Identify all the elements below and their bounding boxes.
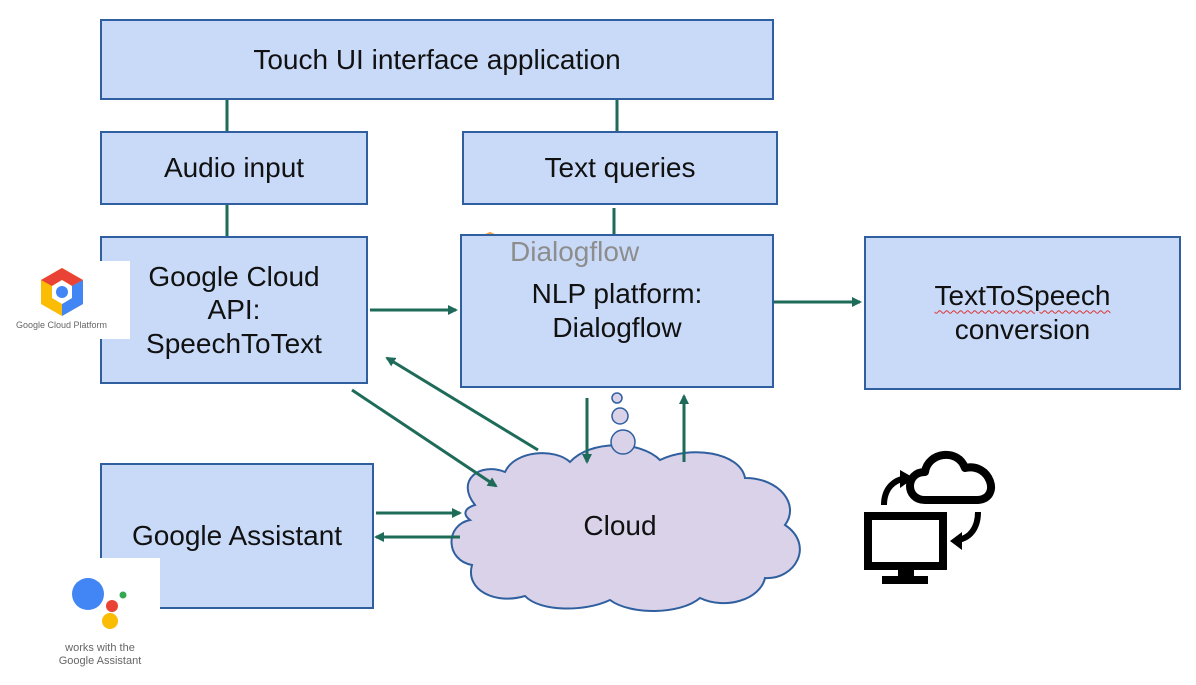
cloud-label: Cloud <box>583 510 657 541</box>
arrow-cloud-to-gcp <box>385 356 539 452</box>
ga-logo-line2: Google Assistant <box>58 655 142 668</box>
google-cloud-api-line3: SpeechToText <box>146 327 322 359</box>
nlp-platform-box: NLP platform: Dialogflow <box>460 234 774 388</box>
ga-logo-line1: works with the <box>65 642 135 654</box>
text-queries-box: Text queries <box>462 131 778 205</box>
bubble-medium <box>611 407 629 425</box>
tts-line2: conversion <box>954 314 1091 345</box>
nlp-platform-line1: NLP platform: <box>531 278 703 310</box>
nlp-platform-line2: Dialogflow <box>552 312 682 343</box>
bubble-large <box>610 429 636 455</box>
tts-line1: TextToSpeech <box>934 280 1111 312</box>
touch-ui-label: Touch UI interface application <box>253 43 621 75</box>
text-queries-label: Text queries <box>544 152 696 184</box>
google-cloud-api-box: Google Cloud API: SpeechToText <box>100 236 368 384</box>
google-cloud-api-line1: Google Cloud <box>148 260 320 292</box>
google-assistant-label: Google Assistant <box>131 520 343 552</box>
google-cloud-api-line2: API: <box>207 294 261 326</box>
touch-ui-box: Touch UI interface application <box>100 19 774 100</box>
bubble-small <box>611 392 623 404</box>
cloud-sync-icon <box>864 450 995 584</box>
cloud-shape <box>450 444 801 612</box>
audio-input-box: Audio input <box>100 131 368 205</box>
ga-logo-text: works with the Google Assistant <box>40 642 160 668</box>
gcp-logo-text: Google Cloud Platform <box>16 320 108 330</box>
tts-box: TextToSpeech conversion <box>864 236 1181 390</box>
arrow-gcp-to-cloud <box>351 388 498 488</box>
audio-input-label: Audio input <box>163 152 305 184</box>
dialogflow-logo-text: Dialogflow <box>510 236 640 267</box>
